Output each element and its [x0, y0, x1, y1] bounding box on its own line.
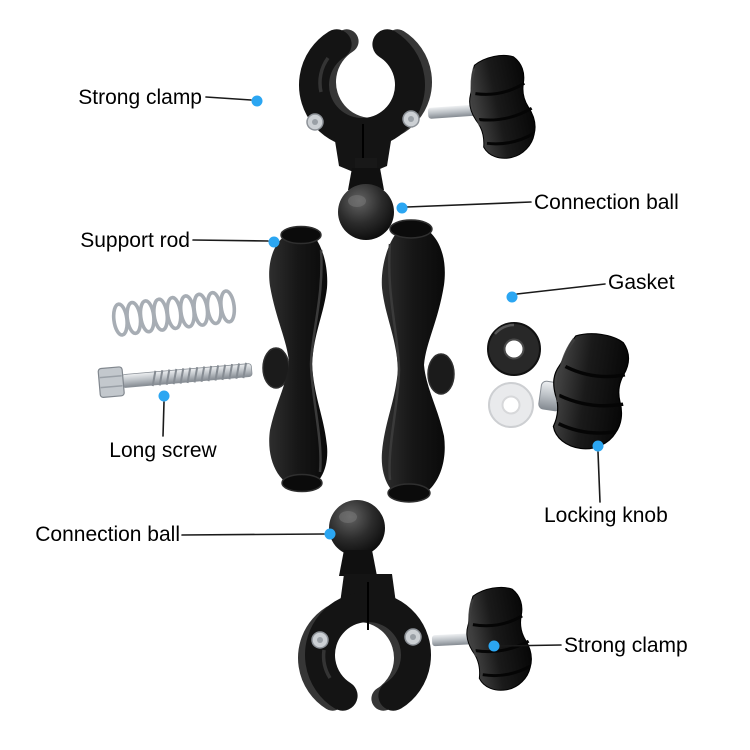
leader-line — [499, 644, 562, 647]
gasket-dark-part — [487, 322, 541, 376]
support-rod-part — [262, 219, 455, 503]
callout-dot — [158, 390, 170, 402]
label-long-screw: Long screw — [109, 439, 217, 462]
leader-line — [162, 401, 165, 437]
label-connection-ball-top: Connection ball — [534, 191, 679, 214]
long-screw-part — [97, 362, 253, 399]
strong-clamp-top-part — [299, 29, 543, 176]
label-strong-clamp-bottom: Strong clamp — [564, 634, 688, 657]
connection-ball-bottom-part — [329, 500, 385, 576]
clamp-knob-bottom — [457, 582, 538, 697]
ball-bottom — [329, 500, 385, 556]
label-locking-knob: Locking knob — [544, 504, 668, 527]
label-connection-ball-bottom: Connection ball — [35, 523, 180, 546]
label-support-rod: Support rod — [80, 229, 190, 252]
leader-line — [181, 533, 325, 536]
clamp-knob-top — [459, 49, 543, 166]
locking-knob-body — [543, 326, 635, 456]
clamp-jaws-top — [299, 29, 425, 148]
locking-knob-part — [538, 326, 635, 456]
gasket-light-part — [488, 382, 534, 428]
callout-dot — [396, 202, 408, 214]
callout-dot — [324, 528, 336, 540]
support-rod-left-half — [269, 228, 328, 490]
callout-dots — [158, 95, 604, 652]
callout-dot — [268, 236, 280, 248]
callout-dot — [488, 640, 500, 652]
callout-dot — [592, 440, 604, 452]
label-gasket: Gasket — [608, 271, 675, 294]
leader-lines — [162, 96, 606, 647]
leader-line — [205, 96, 252, 101]
callout-dot — [251, 95, 263, 107]
screw-hex-head — [97, 366, 125, 399]
leader-line — [597, 451, 601, 503]
label-strong-clamp-top: Strong clamp — [78, 86, 202, 109]
callout-dot — [506, 291, 518, 303]
spring-part — [111, 289, 237, 337]
leader-line — [406, 201, 532, 208]
support-rod-right-half — [381, 222, 445, 500]
leader-line — [192, 239, 269, 242]
leader-line — [516, 283, 606, 295]
strong-clamp-bottom-part — [298, 574, 538, 711]
connection-ball-top-part — [338, 158, 394, 240]
ball-top — [338, 184, 394, 240]
